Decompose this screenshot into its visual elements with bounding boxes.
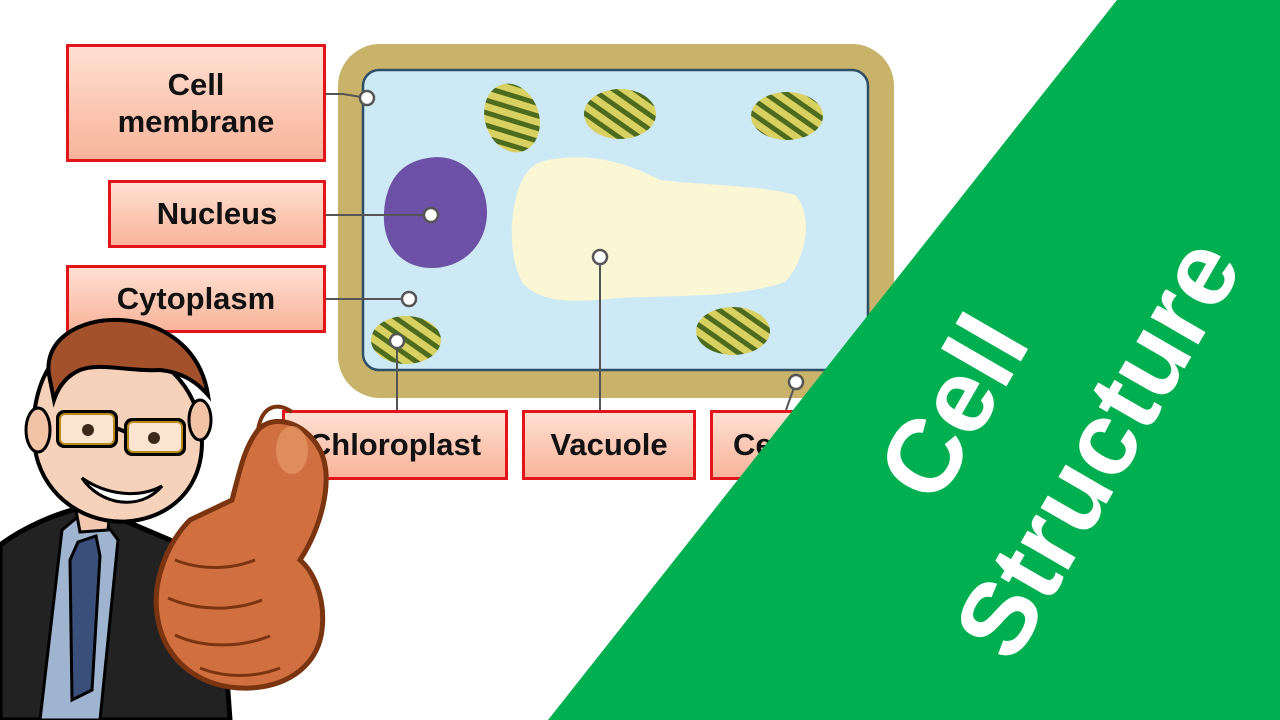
presenter-tie bbox=[68, 534, 102, 703]
label-cell-membrane-line2: membrane bbox=[117, 104, 275, 139]
leader-endpoints bbox=[358, 89, 805, 391]
label-cytoplasm-text: Cytoplasm bbox=[116, 281, 276, 317]
label-vacuole-text: Vacuole bbox=[550, 427, 668, 463]
chloroplast-2 bbox=[584, 89, 656, 139]
label-cytoplasm: Cytoplasm bbox=[66, 265, 326, 333]
chloroplast-3 bbox=[751, 92, 823, 140]
label-nucleus: Nucleus bbox=[108, 180, 326, 248]
label-vacuole: Vacuole bbox=[522, 410, 696, 480]
chloroplast-5 bbox=[371, 316, 441, 364]
label-cell-membrane-line1: Cell bbox=[167, 66, 225, 102]
label-nucleus-text: Nucleus bbox=[156, 196, 278, 232]
thumbs-up-icon bbox=[153, 404, 329, 691]
label-chloroplast-text: Chloroplast bbox=[308, 427, 482, 463]
chloroplast-4 bbox=[696, 307, 770, 355]
presenter-hair bbox=[46, 317, 212, 408]
label-cell-membrane: Cell membrane bbox=[66, 44, 326, 162]
vacuole bbox=[511, 157, 806, 301]
chloroplast-1 bbox=[484, 83, 540, 153]
